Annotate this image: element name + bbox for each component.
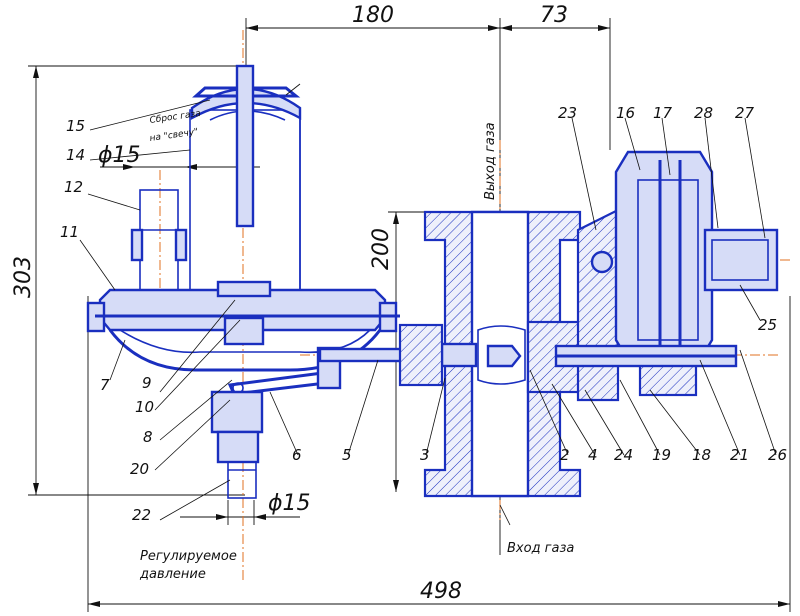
- callout-label: 5: [342, 446, 352, 464]
- gas-inlet-label: Вход газа: [507, 541, 574, 556]
- callout-label: 19: [652, 446, 671, 464]
- callout-label: 2: [560, 446, 570, 464]
- diaphragm-housing: [86, 280, 400, 372]
- outlet-pipe: [210, 390, 264, 499]
- regulated-pressure-label-2: давление: [139, 567, 206, 582]
- callout-label: 22: [132, 506, 151, 524]
- callout-label: 20: [130, 460, 149, 478]
- callout-label: 10: [135, 398, 154, 416]
- leader-lines: [79, 99, 777, 526]
- callout-label: 8: [143, 428, 153, 446]
- callout-label: 23: [558, 104, 577, 122]
- callout-label: 14: [66, 146, 85, 164]
- regulated-pressure-label-1: Регулируемое: [140, 549, 237, 564]
- callout-label: 17: [653, 104, 673, 122]
- gas-release-label-2: на "свечу": [149, 127, 199, 144]
- callout-label: 16: [616, 104, 635, 122]
- callout-label: 21: [730, 446, 749, 464]
- callout-label: 9: [142, 374, 152, 392]
- callout-label: 7: [100, 376, 110, 394]
- callout-label: 6: [292, 446, 302, 464]
- right-actuator: [554, 150, 779, 402]
- callout-label: 28: [694, 104, 713, 122]
- spring-housing: [189, 64, 302, 291]
- release-pipe: [130, 189, 188, 291]
- gas-release-label-1: Сброс газа: [149, 109, 201, 126]
- callout-label: 4: [588, 446, 598, 464]
- dim-180: 180: [352, 3, 394, 28]
- dim-200: 200: [369, 228, 394, 270]
- callout-label: 11: [60, 223, 79, 241]
- adjusting-screw: [235, 64, 255, 228]
- dim-outlet-diameter: ϕ15: [268, 491, 311, 516]
- dim-inlet-diameter: ϕ15: [98, 143, 141, 168]
- callout-label: 3: [420, 446, 430, 464]
- dim-73: 73: [540, 3, 568, 28]
- dim-303: 303: [11, 256, 36, 298]
- gas-outlet-label: Выход газа: [483, 122, 498, 200]
- callout-label: 15: [66, 117, 85, 135]
- callout-label: 24: [614, 446, 633, 464]
- dim-498: 498: [420, 579, 462, 604]
- callout-labels: 15 14 12 11 7 9 10 8 20 22 6 5 3 2 4 24 …: [60, 104, 787, 524]
- callout-label: 18: [692, 446, 711, 464]
- callout-label: 26: [768, 446, 787, 464]
- callout-label: 25: [758, 316, 777, 334]
- callout-label: 12: [64, 178, 83, 196]
- callout-label: 27: [735, 104, 755, 122]
